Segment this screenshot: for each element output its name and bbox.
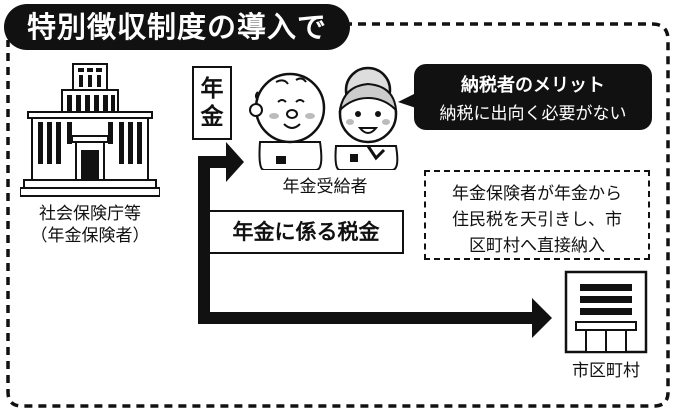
pension-box-line1: 年 [200,76,224,102]
merit-title: 納税者のメリット [461,75,605,96]
pension-office-label: 社会保険庁等 [39,204,141,224]
note-box: 年金保険者が年金から 住民税を天引きし、市 区町村へ直接納入 [424,170,650,260]
note-line: 住民税を天引きし、市 [452,210,622,230]
municipal-building-icon [564,270,648,354]
person-icon [249,72,326,170]
note-line: 区町村へ直接納入 [469,236,605,256]
page-title: 特別徴収制度の導入で [4,4,350,50]
pension-office-sub-label: （年金保険者） [30,226,150,246]
merit-bubble: 納税者のメリット 納税に出向く必要がない [414,64,652,130]
arrow-icon [226,142,244,182]
recipient-label: 年金受給者 [282,177,368,197]
arrow-trunk [198,156,210,324]
note-line: 年金保険者が年金から [452,184,622,204]
arrow-icon [532,298,552,338]
municipality-label: 市区町村 [572,361,640,381]
arrow-to-recipient-shaft [198,156,228,168]
person-icon [334,66,399,170]
pension-recipients-illustration [249,66,399,170]
pension-box-line2: 金 [200,104,224,130]
pension-box: 年 金 [192,66,232,140]
arrow-to-municipality-shaft [198,312,534,324]
merit-text: 納税に出向く必要がない [439,104,627,124]
building-icon [20,63,160,197]
tax-label-box: 年金に係る税金 [208,210,404,254]
